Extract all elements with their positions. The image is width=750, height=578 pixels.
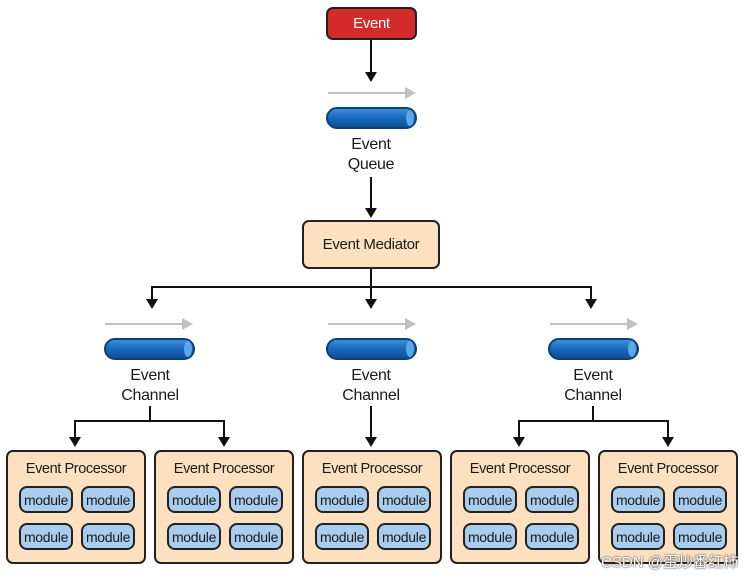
channel-3-flow-arrow: [550, 318, 638, 330]
module-box: module: [19, 486, 73, 513]
connector-channel-1-horizontal: [74, 420, 225, 422]
connector-to-processor-5: [667, 420, 669, 438]
event-processor-2: Event Processor module module module mod…: [154, 450, 294, 564]
connector-to-processor-2: [223, 420, 225, 438]
channel-2-flow-arrow: [328, 318, 416, 330]
arrowhead-to-channel-3: [585, 299, 597, 309]
connector-to-processor-4: [518, 420, 520, 438]
module-box: module: [81, 523, 135, 550]
event-processor-title: Event Processor: [25, 461, 127, 477]
module-box: module: [167, 486, 221, 513]
module-box: module: [525, 486, 579, 513]
channel-3-label-line1: Event: [573, 367, 613, 384]
connector-queue-to-mediator: [370, 177, 372, 209]
module-box: module: [377, 486, 431, 513]
connector-channel-3-down: [592, 406, 594, 422]
event-queue-label: Event Queue: [321, 135, 421, 175]
event-processor-3: Event Processor module module module mod…: [302, 450, 442, 564]
channel-3-pipe: [548, 338, 639, 360]
arrowhead-to-channel-2: [365, 299, 377, 309]
module-box: module: [611, 523, 665, 550]
module-box: module: [229, 486, 283, 513]
module-box: module: [19, 523, 73, 550]
event-processor-title: Event Processor: [617, 461, 719, 477]
arrowhead-queue-to-mediator: [365, 208, 377, 218]
arrowhead-to-processor-4: [513, 437, 525, 447]
module-box: module: [673, 486, 727, 513]
event-box: Event: [326, 7, 417, 40]
channel-1-flow-arrow: [105, 318, 193, 330]
channel-3-label: Event Channel: [543, 366, 643, 406]
connector-to-processor-3: [370, 406, 372, 438]
connector-mediator-down: [370, 269, 372, 301]
event-processor-title: Event Processor: [469, 461, 571, 477]
connector-event-to-queue: [370, 40, 372, 73]
arrowhead-to-channel-1: [146, 299, 158, 309]
event-label: Event: [353, 15, 390, 32]
channel-2-label: Event Channel: [321, 366, 421, 406]
arrowhead-event-to-queue: [365, 72, 377, 82]
module-box: module: [81, 486, 135, 513]
channel-2-label-line2: Channel: [342, 387, 400, 404]
arrowhead-to-processor-1: [69, 437, 81, 447]
watermark-text: CSDN @蛋炒番红柿: [601, 554, 738, 571]
queue-flow-arrow: [328, 87, 416, 99]
connector-channel-3-horizontal: [518, 420, 669, 422]
event-queue-pipe: [326, 107, 417, 129]
channel-2-pipe: [326, 338, 417, 360]
channel-1-pipe: [104, 338, 195, 360]
module-box: module: [315, 486, 369, 513]
channel-1-label: Event Channel: [100, 366, 200, 406]
event-processor-title: Event Processor: [321, 461, 423, 477]
event-processor-1: Event Processor module module module mod…: [6, 450, 146, 564]
arrowhead-to-processor-3: [365, 437, 377, 447]
event-queue-label-line1: Event: [351, 136, 391, 153]
event-mediator-box: Event Mediator: [302, 220, 440, 269]
connector-mediator-horizontal: [151, 286, 592, 288]
arrowhead-to-processor-2: [218, 437, 230, 447]
module-box: module: [229, 523, 283, 550]
connector-to-channel-3: [590, 286, 592, 300]
module-box: module: [673, 523, 727, 550]
module-box: module: [377, 523, 431, 550]
channel-1-label-line1: Event: [130, 367, 170, 384]
channel-3-label-line2: Channel: [564, 387, 622, 404]
event-queue-label-line2: Queue: [347, 156, 395, 173]
channel-2-label-line1: Event: [351, 367, 391, 384]
module-box: module: [611, 486, 665, 513]
event-mediator-label: Event Mediator: [322, 236, 420, 253]
module-box: module: [463, 486, 517, 513]
module-box: module: [315, 523, 369, 550]
arrowhead-to-processor-5: [662, 437, 674, 447]
event-processor-title: Event Processor: [173, 461, 275, 477]
event-processor-5: Event Processor module module module mod…: [598, 450, 738, 564]
connector-channel-1-down: [149, 406, 151, 422]
event-processor-4: Event Processor module module module mod…: [450, 450, 590, 564]
module-box: module: [463, 523, 517, 550]
module-box: module: [525, 523, 579, 550]
module-box: module: [167, 523, 221, 550]
channel-1-label-line2: Channel: [121, 387, 179, 404]
connector-to-processor-1: [74, 420, 76, 438]
connector-to-channel-1: [151, 286, 153, 300]
